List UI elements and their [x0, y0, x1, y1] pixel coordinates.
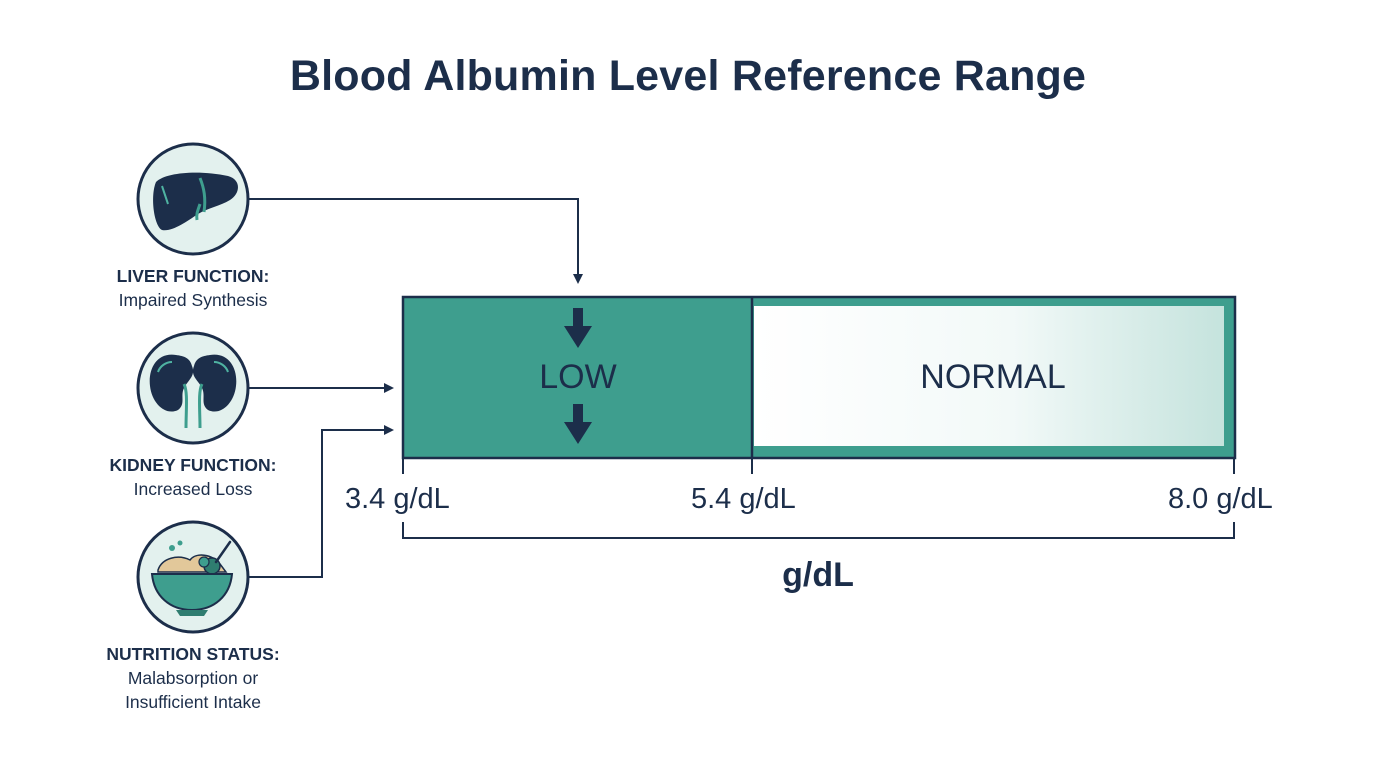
nutrition-status-description-line1: Malabsorption or — [127, 668, 259, 688]
range-bracket — [402, 522, 1235, 539]
kidney-function-label: KIDNEY FUNCTION: Increased Loss — [73, 453, 313, 501]
kidney-function-description: Increased Loss — [133, 479, 253, 499]
nutrition-status-label: NUTRITION STATUS: Malabsorption or Insuf… — [73, 642, 313, 714]
tick-label-low-bound: 3.4 g/dL — [345, 483, 450, 515]
normal-zone — [754, 306, 1224, 446]
kidney-function-heading: KIDNEY FUNCTION: — [109, 455, 277, 475]
low-zone-label: LOW — [539, 358, 617, 396]
nutrition-status-heading: NUTRITION STATUS: — [106, 644, 280, 664]
decrease-arrow-icon — [564, 308, 592, 348]
liver-connector-arrow — [249, 198, 583, 284]
food-bowl-icon — [136, 520, 250, 634]
tick-label-high-bound: 8.0 g/dL — [1168, 483, 1273, 515]
decrease-arrow-icon — [564, 404, 592, 444]
normal-zone-label: NORMAL — [920, 358, 1066, 396]
kidneys-icon — [136, 331, 250, 445]
liver-icon — [136, 142, 250, 256]
chart-title: Blood Albumin Level Reference Range — [289, 52, 1087, 100]
tick-label-mid-bound: 5.4 g/dL — [691, 483, 796, 515]
range-bar-outline — [401, 295, 1237, 460]
liver-function-label: LIVER FUNCTION: Impaired Synthesis — [73, 264, 313, 312]
unit-label: g/dL — [782, 556, 854, 594]
nutrition-connector-arrow — [249, 425, 394, 578]
liver-function-description: Impaired Synthesis — [118, 290, 268, 310]
nutrition-status-description-line2: Insufficient Intake — [125, 692, 261, 712]
liver-function-heading: LIVER FUNCTION: — [116, 266, 270, 286]
